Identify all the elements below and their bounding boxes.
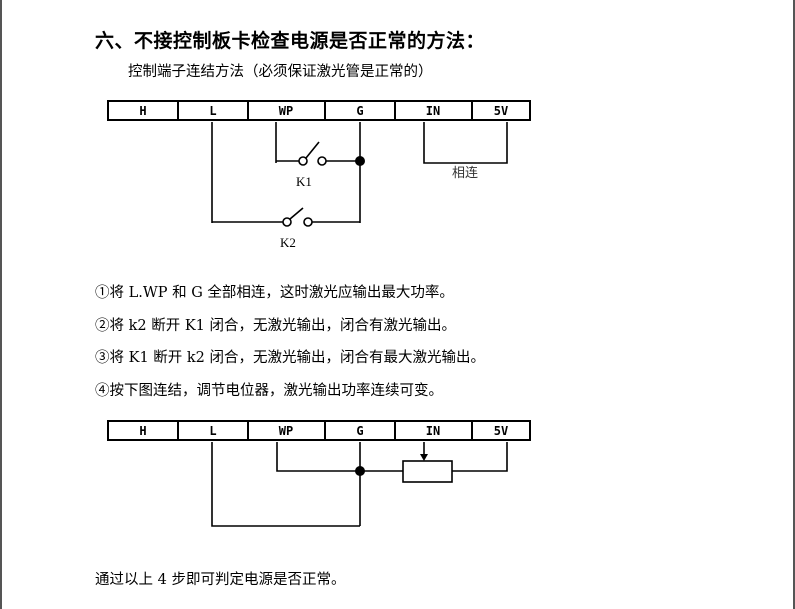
terminal-g: G: [356, 424, 363, 438]
wire-in-5v: [423, 122, 508, 164]
section-heading: 六、不接控制板卡检查电源是否正常的方法：: [95, 30, 486, 52]
step-1: ①将 L.WP 和 G 全部相连，这时激光应输出最大功率。: [95, 285, 454, 301]
subheading: 控制端子连结方法（必须保证激光管是正常的）: [128, 64, 433, 80]
switch-k1-icon: [298, 141, 327, 166]
wire-wp-g-pot: [276, 442, 403, 472]
wires-1: [211, 122, 508, 223]
switch-k2-icon: [282, 207, 313, 227]
switch-k1-label: K1: [296, 174, 312, 189]
terminal-h: H: [139, 424, 146, 438]
wiper-arrow-icon: [420, 454, 428, 461]
switch-contact: [303, 217, 313, 227]
switch-contact: [282, 217, 292, 227]
step-4: ④按下图连结，调节电位器，激光输出功率连续可变。: [95, 383, 443, 399]
terminal-g: G: [356, 104, 363, 118]
terminal-wp: WP: [279, 424, 293, 438]
terminal-5v: 5V: [494, 104, 508, 118]
step-3: ③将 K1 断开 k2 闭合，无激光输出，闭合有最大激光输出。: [95, 350, 486, 366]
wires-2: [211, 442, 508, 527]
page-border-left: [0, 0, 2, 609]
terminal-h: H: [139, 104, 146, 118]
switch-contact: [298, 156, 308, 166]
junction-dot: [355, 156, 365, 166]
terminal-5v: 5V: [494, 424, 508, 438]
terminal-wp: WP: [279, 104, 293, 118]
potentiometer-icon: [402, 460, 453, 483]
connect-label: 相连: [452, 165, 478, 181]
terminal-strip-frame: [107, 420, 531, 441]
wire-pot-5v: [452, 442, 508, 472]
terminal-in: IN: [426, 424, 440, 438]
terminal-strip-1: [107, 100, 531, 121]
terminal-l: L: [209, 104, 216, 118]
switch-contact: [317, 156, 327, 166]
switch-k2-label: K2: [280, 235, 296, 250]
switch-lever: [305, 141, 320, 159]
page-border-right: [793, 0, 795, 609]
conclusion-text: 通过以上 4 步即可判定电源是否正常。: [95, 572, 346, 588]
terminal-l: L: [209, 424, 216, 438]
terminal-strip-frame: [107, 100, 531, 121]
step-2: ②将 k2 断开 K1 闭合，无激光输出，闭合有激光输出。: [95, 318, 457, 334]
switch-lever: [289, 207, 304, 220]
terminal-in: IN: [426, 104, 440, 118]
wire-l-g: [211, 442, 360, 527]
junction-dot: [355, 466, 365, 476]
terminal-strip-2: [107, 420, 531, 441]
